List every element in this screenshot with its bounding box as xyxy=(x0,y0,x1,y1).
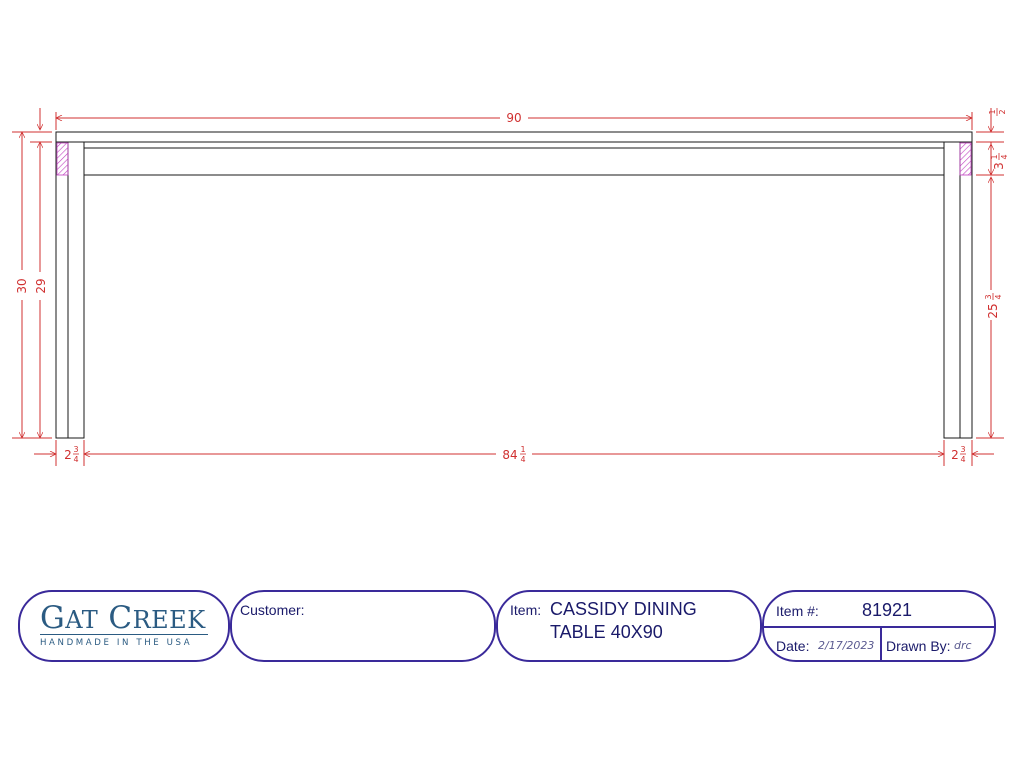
item-description-line1: CASSIDY DINING xyxy=(550,599,697,619)
left-apron-hatch xyxy=(56,142,69,176)
dimension-lines xyxy=(12,108,1004,466)
left-leg xyxy=(55,141,85,439)
date-value: 2/17/2023 xyxy=(818,639,875,652)
leg-height-label: 29 xyxy=(34,278,48,293)
company-logo: GAT CREEK xyxy=(40,600,206,636)
overall-length-label: 90 xyxy=(506,111,521,125)
svg-text:25: 25 xyxy=(986,303,1000,318)
logo-tagline: HANDMADE IN THE USA xyxy=(40,638,193,648)
overall-height-label: 30 xyxy=(15,278,29,293)
svg-text:2: 2 xyxy=(998,109,1007,114)
svg-text:3: 3 xyxy=(960,445,965,454)
table-outline xyxy=(55,131,973,439)
apron-height-label: 3 1 4 xyxy=(990,153,1009,170)
svg-text:1: 1 xyxy=(990,154,999,159)
svg-text:2: 2 xyxy=(951,448,959,462)
company-logo-box: GAT CREEK HANDMADE IN THE USA xyxy=(18,590,230,662)
svg-text:4: 4 xyxy=(1000,154,1009,159)
svg-text:3: 3 xyxy=(73,445,78,454)
svg-text:4: 4 xyxy=(520,455,525,464)
logo-divider xyxy=(40,634,208,635)
right-apron-hatch xyxy=(959,142,972,176)
customer-label: Customer: xyxy=(240,602,305,618)
item-description-line2: TABLE 40X90 xyxy=(550,622,663,642)
item-info-box: Item #: 81921 Date: 2/17/2023 Drawn By: … xyxy=(762,590,996,662)
svg-text:84: 84 xyxy=(502,448,517,462)
svg-text:4: 4 xyxy=(73,455,78,464)
drawn-by-label: Drawn By: xyxy=(886,638,951,654)
right-leg-width-label: 2 3 4 xyxy=(951,445,966,464)
svg-text:4: 4 xyxy=(994,294,1003,299)
info-divider-horizontal xyxy=(764,626,994,628)
top-thickness-label: 1 2 xyxy=(988,108,1007,116)
svg-text:4: 4 xyxy=(960,455,965,464)
customer-box: Customer: xyxy=(230,590,496,662)
svg-text:3: 3 xyxy=(984,294,993,299)
info-divider-vertical xyxy=(880,627,882,660)
item-box: Item: CASSIDY DINING TABLE 40X90 xyxy=(496,590,762,662)
between-legs-label: 84 1 4 xyxy=(502,445,526,464)
left-leg-width-label: 2 3 4 xyxy=(64,445,79,464)
date-label: Date: xyxy=(776,638,810,654)
right-leg xyxy=(943,141,973,439)
svg-text:3: 3 xyxy=(992,162,1006,170)
drawn-by-value: drc xyxy=(954,639,972,652)
clearance-label: 25 3 4 xyxy=(984,293,1003,319)
item-number-value: 81921 xyxy=(862,600,913,620)
svg-text:1: 1 xyxy=(520,445,525,454)
item-number-label: Item #: xyxy=(776,603,819,619)
item-label: Item: xyxy=(510,602,542,618)
svg-text:2: 2 xyxy=(64,448,72,462)
table-top xyxy=(55,131,973,143)
svg-text:1: 1 xyxy=(988,109,997,114)
